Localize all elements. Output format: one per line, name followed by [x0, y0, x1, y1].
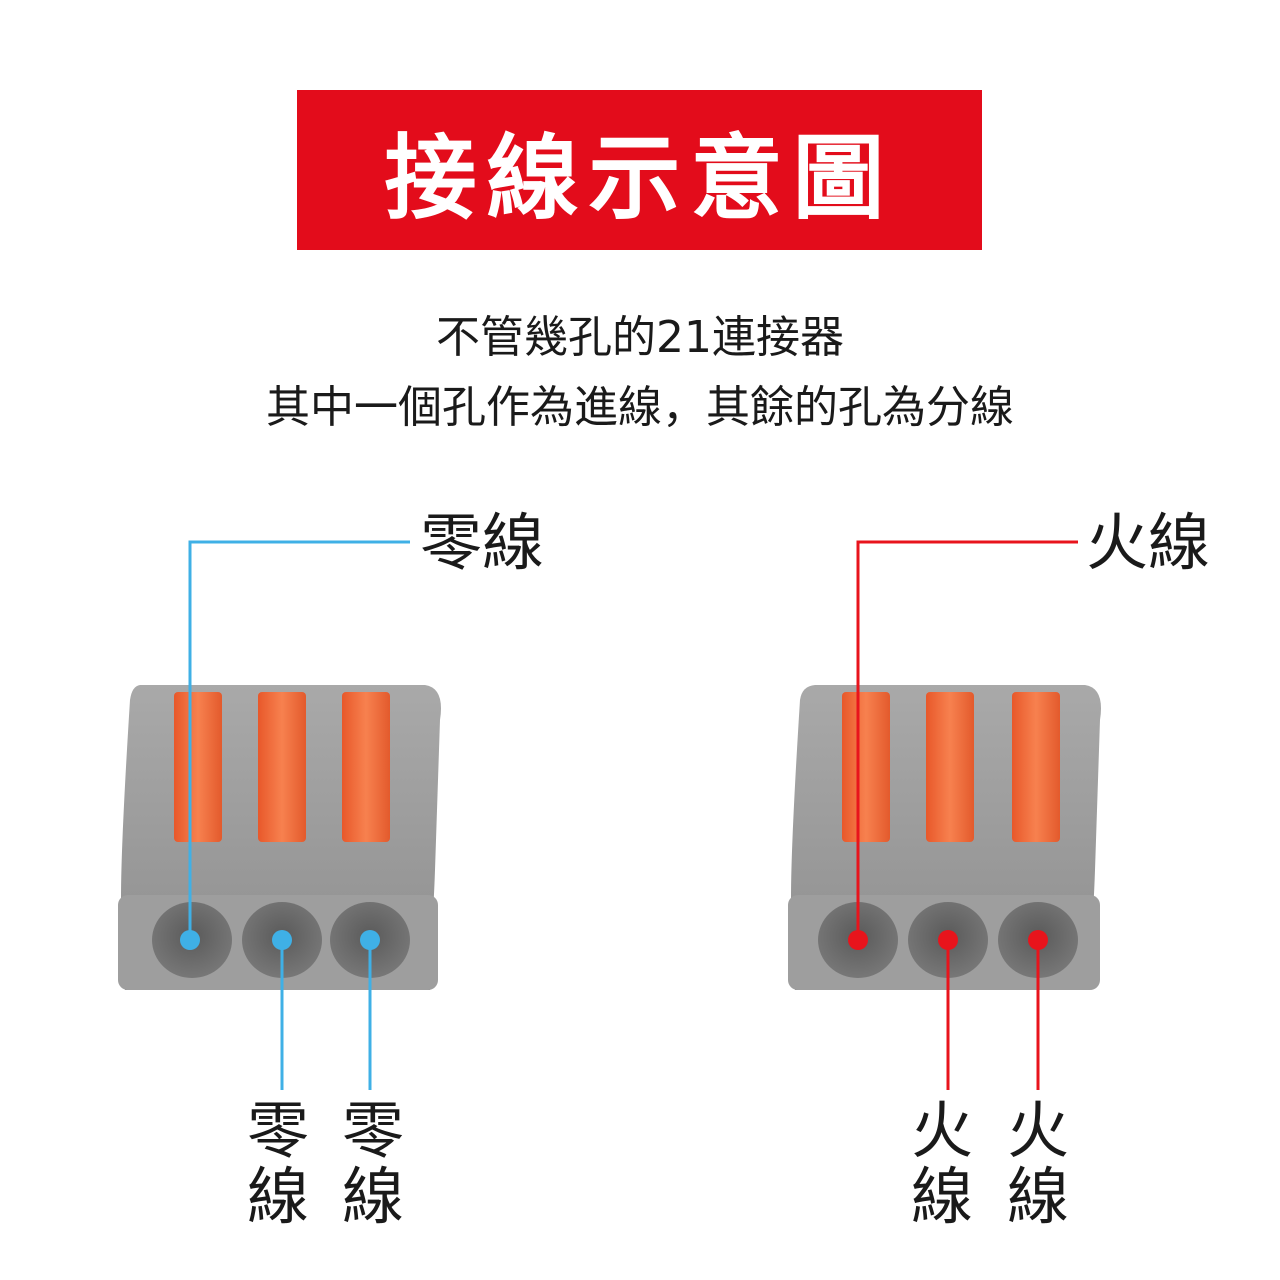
neutral-top-label: 零線 — [420, 506, 545, 579]
subtitle-line-1: 不管幾孔的21連接器 — [436, 312, 844, 363]
live-bottom-label-1: 火 線 — [910, 1094, 973, 1233]
title-banner: 接線示意圖 — [297, 90, 982, 250]
lever-2 — [926, 692, 974, 842]
lever-3 — [1012, 692, 1060, 842]
live-dot-1 — [848, 930, 868, 950]
live-top-label: 火線 — [1086, 506, 1211, 579]
banner-title: 接線示意圖 — [384, 124, 895, 232]
neutral-dot-2 — [272, 930, 292, 950]
lever-1 — [842, 692, 890, 842]
neutral-dot-1 — [180, 930, 200, 950]
neutral-input-wire — [188, 540, 410, 940]
neutral-bottom-label-1: 零 線 — [246, 1094, 309, 1233]
neutral-wires — [188, 540, 410, 1090]
live-input-wire — [856, 540, 1078, 940]
lever-3 — [342, 692, 390, 842]
live-bottom-label-2: 火 線 — [1006, 1094, 1069, 1233]
neutral-dot-3 — [360, 930, 380, 950]
lever-2 — [258, 692, 306, 842]
live-dot-2 — [938, 930, 958, 950]
subtitle-line-2: 其中一個孔作為進線，其餘的孔為分線 — [266, 382, 1014, 433]
live-wires — [856, 540, 1078, 1090]
lever-1 — [174, 692, 222, 842]
live-dot-3 — [1028, 930, 1048, 950]
neutral-bottom-label-2: 零 線 — [341, 1094, 404, 1233]
